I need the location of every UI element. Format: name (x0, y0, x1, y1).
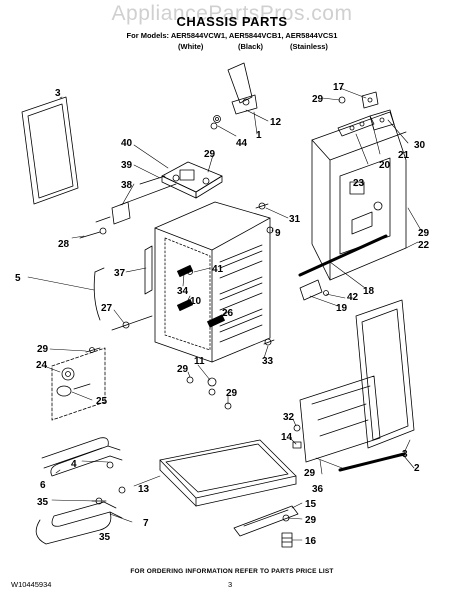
leader-lines (27, 87, 423, 541)
valve-assembly-part (161, 161, 223, 199)
callout-44: 44 (236, 138, 248, 149)
callout-36: 36 (312, 484, 324, 495)
callout-24: 24 (36, 360, 48, 371)
drawer-rail-part (233, 505, 299, 537)
bracket-37-part (144, 245, 153, 295)
callout-27: 27 (101, 303, 113, 314)
rear-bracket-20-part (337, 115, 375, 137)
callout-16: 16 (305, 536, 317, 547)
callout-42: 42 (347, 292, 359, 303)
bottom-tray-part (159, 439, 297, 507)
document-number: W10445934 (11, 580, 52, 589)
callout-29h: 29 (305, 515, 317, 526)
callout-15: 15 (305, 499, 317, 510)
callout-29f: 29 (226, 388, 238, 399)
screw-28-part (79, 216, 111, 239)
callout-33: 33 (262, 356, 274, 367)
callout-2: 2 (414, 463, 420, 474)
bracket-19-part (299, 279, 329, 301)
broil-element-part (35, 501, 123, 545)
kick-plate-part (299, 375, 381, 463)
wire-5-part (93, 267, 105, 321)
callout-35a: 35 (37, 497, 49, 508)
variant-white: (White) (178, 42, 204, 51)
callout-18: 18 (363, 286, 375, 297)
callout-10: 10 (190, 296, 202, 307)
screw-44-part (210, 122, 218, 130)
callout-6: 6 (40, 480, 46, 491)
callout-9: 9 (275, 228, 281, 239)
callout-22: 22 (418, 240, 430, 251)
callout-3a: 3 (55, 88, 61, 99)
callout-29a: 29 (37, 344, 49, 355)
callout-23: 23 (353, 178, 365, 189)
callout-1: 1 (256, 130, 262, 141)
callout-3b: 3 (402, 449, 408, 460)
support-rod-part (298, 234, 388, 277)
screw-4-part (106, 461, 126, 494)
ordering-note: FOR ORDERING INFORMATION REFER TO PARTS … (130, 568, 334, 575)
page-number: 3 (228, 580, 233, 589)
callout-7: 7 (143, 518, 149, 529)
callout-31: 31 (289, 214, 301, 225)
callout-29g: 29 (304, 468, 316, 479)
callout-28: 28 (58, 239, 70, 250)
foot-16-part (281, 532, 293, 548)
callout-29b: 29 (204, 149, 216, 160)
callout-11: 11 (194, 356, 205, 367)
callout-13: 13 (138, 484, 150, 495)
callout-19: 19 (336, 303, 348, 314)
callout-41: 41 (212, 264, 224, 275)
callout-25: 25 (96, 396, 108, 407)
callout-39: 39 (121, 160, 133, 171)
callout-37: 37 (114, 268, 126, 279)
callout-29d: 29 (418, 228, 430, 239)
callout-labels: 3 40 39 38 28 5 37 27 29 24 25 4 6 35 13… (15, 82, 430, 547)
callout-12: 12 (270, 117, 282, 128)
callout-29c: 29 (312, 94, 324, 105)
site-watermark: AppliancePartsPros.com (111, 2, 353, 25)
screw-14-part (292, 441, 302, 449)
callout-26: 26 (222, 308, 234, 319)
callout-35b: 35 (99, 532, 111, 543)
side-panel-left-part (21, 96, 79, 205)
callout-38: 38 (121, 180, 133, 191)
variant-black: (Black) (238, 42, 264, 51)
callout-40: 40 (121, 138, 133, 149)
model-list: For Models: AER5844VCW1, AER5844VCB1, AE… (126, 31, 338, 40)
side-panel-right-part (355, 299, 415, 449)
screw-11-part (186, 376, 232, 410)
screw-31-part (255, 202, 269, 210)
screw-33-part (263, 338, 275, 346)
callout-34: 34 (177, 286, 189, 297)
screw-29-left-part (85, 347, 101, 353)
rod-2-part (338, 452, 406, 472)
callout-5: 5 (15, 273, 21, 284)
callout-14: 14 (281, 432, 293, 443)
bracket-27-part (111, 315, 153, 331)
screw-17-part (361, 91, 379, 109)
oven-cavity-part (154, 201, 271, 363)
variant-stainless: (Stainless) (290, 42, 328, 51)
callout-32: 32 (283, 412, 295, 423)
diagram-title: CHASSIS PARTS (176, 14, 288, 29)
bake-element-part (41, 437, 123, 477)
screw-9-part (266, 226, 274, 234)
screw-12-part (213, 115, 221, 123)
rear-chassis-panel-part (311, 111, 407, 281)
callout-20: 20 (379, 160, 391, 171)
screw-32-part (293, 424, 301, 432)
burner-knob-group (51, 347, 106, 421)
callout-17: 17 (333, 82, 345, 93)
top-bracket-part (227, 62, 258, 115)
callout-30: 30 (414, 140, 426, 151)
callout-21: 21 (398, 150, 410, 161)
callout-29e: 29 (177, 364, 189, 375)
callout-4: 4 (71, 459, 77, 470)
